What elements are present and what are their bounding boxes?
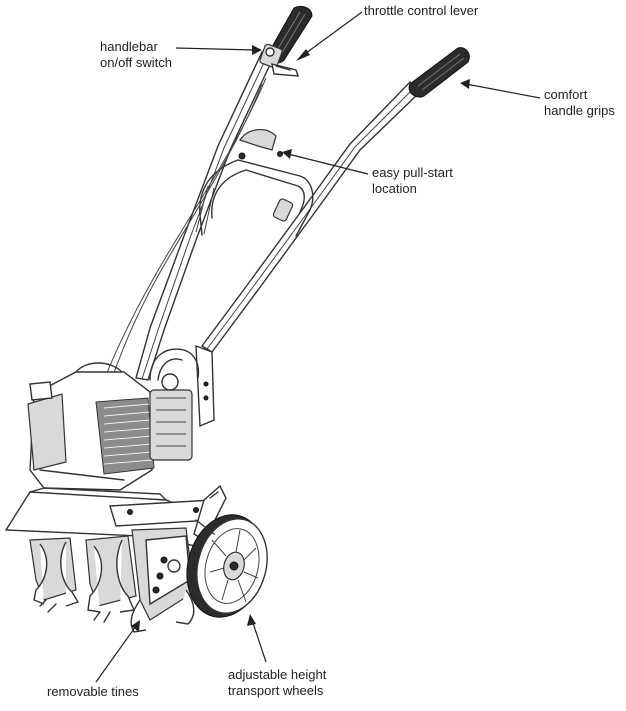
pull-start-label: easy pull-start location xyxy=(372,165,453,196)
arrow-switch xyxy=(175,45,262,55)
switch-and-throttle xyxy=(259,43,299,77)
tines xyxy=(29,527,195,633)
callout-arrows xyxy=(95,11,541,683)
arrow-tines xyxy=(95,620,140,683)
right-grip xyxy=(408,47,470,98)
arrow-wheels xyxy=(247,614,267,663)
upright-post xyxy=(149,344,215,428)
tine-left xyxy=(29,537,80,613)
arrow-throttle xyxy=(296,11,363,61)
throttle-lever-label: throttle control lever xyxy=(364,3,479,18)
engine xyxy=(27,362,193,491)
on-off-switch-label: handlebar on/off switch xyxy=(100,39,173,70)
tine-front xyxy=(130,527,195,633)
handle-grips-label: comfort handle grips xyxy=(544,87,615,118)
arrow-pullstart xyxy=(282,149,369,175)
arrow-grips xyxy=(460,79,541,99)
pullstart-frame xyxy=(199,129,314,237)
tine-middle xyxy=(85,535,137,623)
transport-wheels-label: adjustable height transport wheels xyxy=(228,667,327,698)
left-handlebar xyxy=(135,51,275,381)
control-cables xyxy=(103,77,267,385)
removable-tines-label: removable tines xyxy=(47,684,139,699)
transport-wheel xyxy=(186,514,268,618)
